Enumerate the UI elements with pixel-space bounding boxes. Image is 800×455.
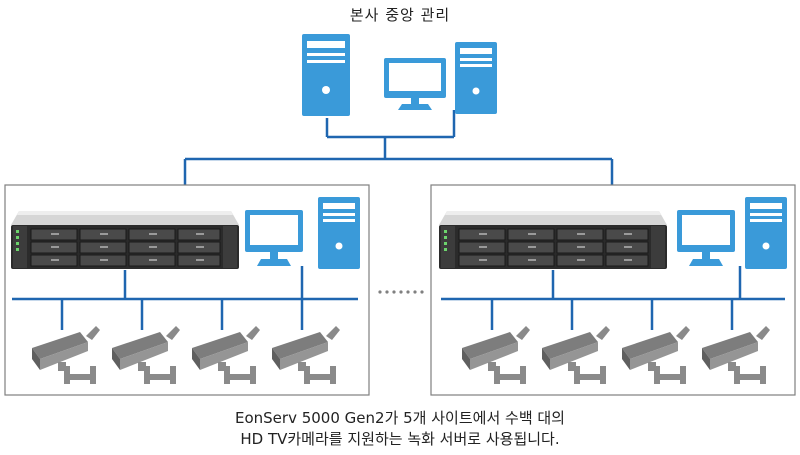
- site-1-nas-icon: [10, 210, 240, 270]
- hq-tower-small-icon: [455, 42, 497, 114]
- site-2: [430, 184, 796, 396]
- hq-network-lines: [183, 110, 614, 185]
- hq-title: 본사 중앙 관리: [349, 6, 451, 24]
- caption-line-2: HD TV카메라를 지원하는 녹화 서버로 사용됩니다.: [240, 430, 560, 448]
- hq-tower-large-icon: [302, 34, 350, 116]
- site-2-tower-icon: [745, 197, 787, 269]
- site-2-nas-icon: [438, 210, 668, 270]
- site-1-tower-icon: [318, 197, 360, 269]
- ellipsis-icon: [378, 290, 424, 294]
- caption-line-1: EonServ 5000 Gen2가 5개 사이트에서 수백 대의: [235, 409, 565, 427]
- site-1: [4, 184, 370, 396]
- hq-monitor-icon: [384, 58, 446, 110]
